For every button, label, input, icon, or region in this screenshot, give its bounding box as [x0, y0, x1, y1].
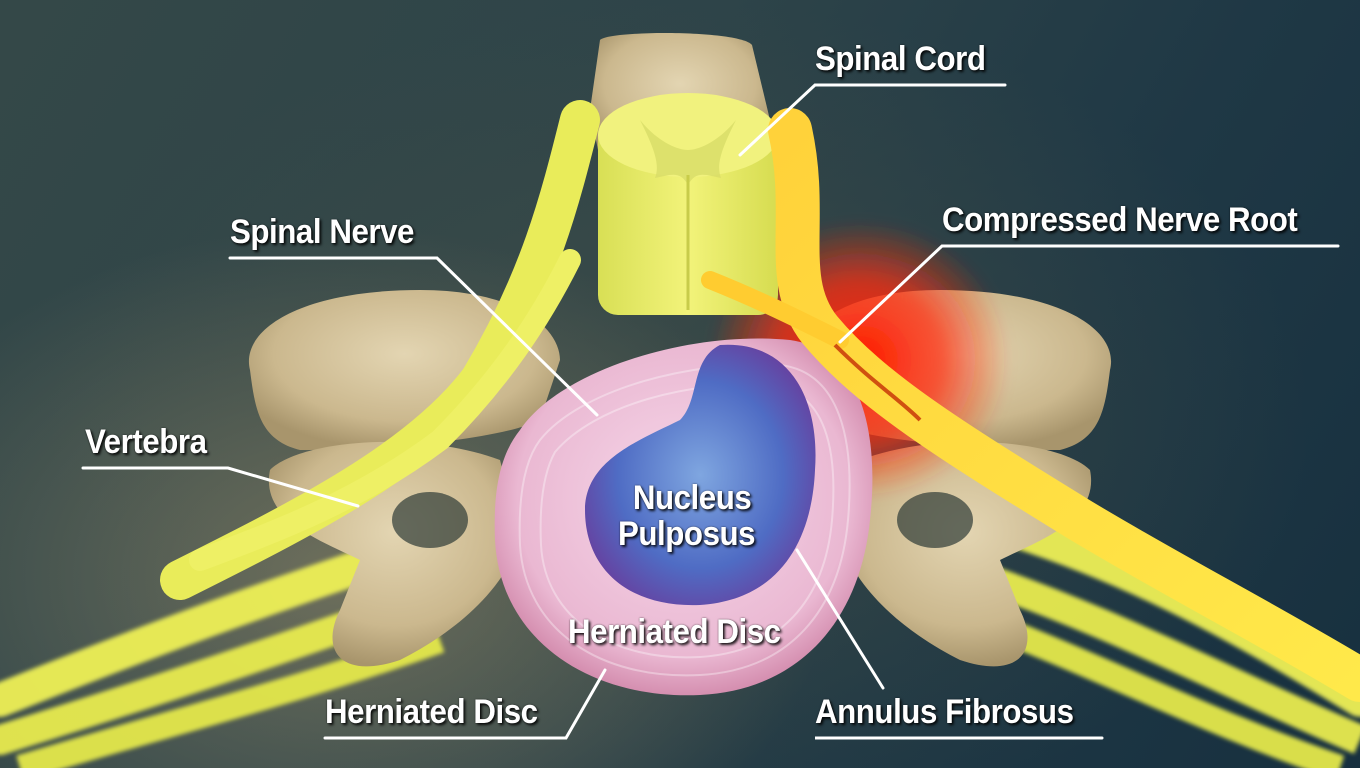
compressed-nerve-shape [701, 108, 1360, 702]
label-compressed-nerve-root: Compressed Nerve Root [942, 201, 1298, 239]
nucleus-shape [585, 344, 816, 606]
leader-annulus-fibrosus-pointer [795, 548, 885, 690]
label-nucleus-line1: Nucleus [632, 479, 752, 517]
leader-compressed-nerve-root [838, 244, 1340, 344]
label-nucleus-pulposus: Nucleus Pulposus [618, 479, 756, 553]
label-nucleus-line2: Pulposus [618, 514, 756, 553]
leader-spinal-nerve [228, 256, 599, 417]
label-spinal-nerve: Spinal Nerve [230, 213, 414, 251]
leader-lines [81, 83, 1340, 740]
label-herniated-disc: Herniated Disc [325, 693, 538, 731]
intervertebral-disc [494, 338, 873, 696]
spinal-cord-shape [160, 93, 778, 600]
leader-herniated-disc [323, 668, 607, 740]
label-vertebra: Vertebra [85, 423, 207, 461]
label-herniated-disc-inner: Herniated Disc [568, 613, 781, 651]
leader-spinal-cord [738, 83, 1007, 157]
label-spinal-cord: Spinal Cord [815, 40, 986, 78]
leader-vertebra [81, 466, 360, 508]
label-annulus-fibrosus: Annulus Fibrosus [815, 693, 1074, 731]
